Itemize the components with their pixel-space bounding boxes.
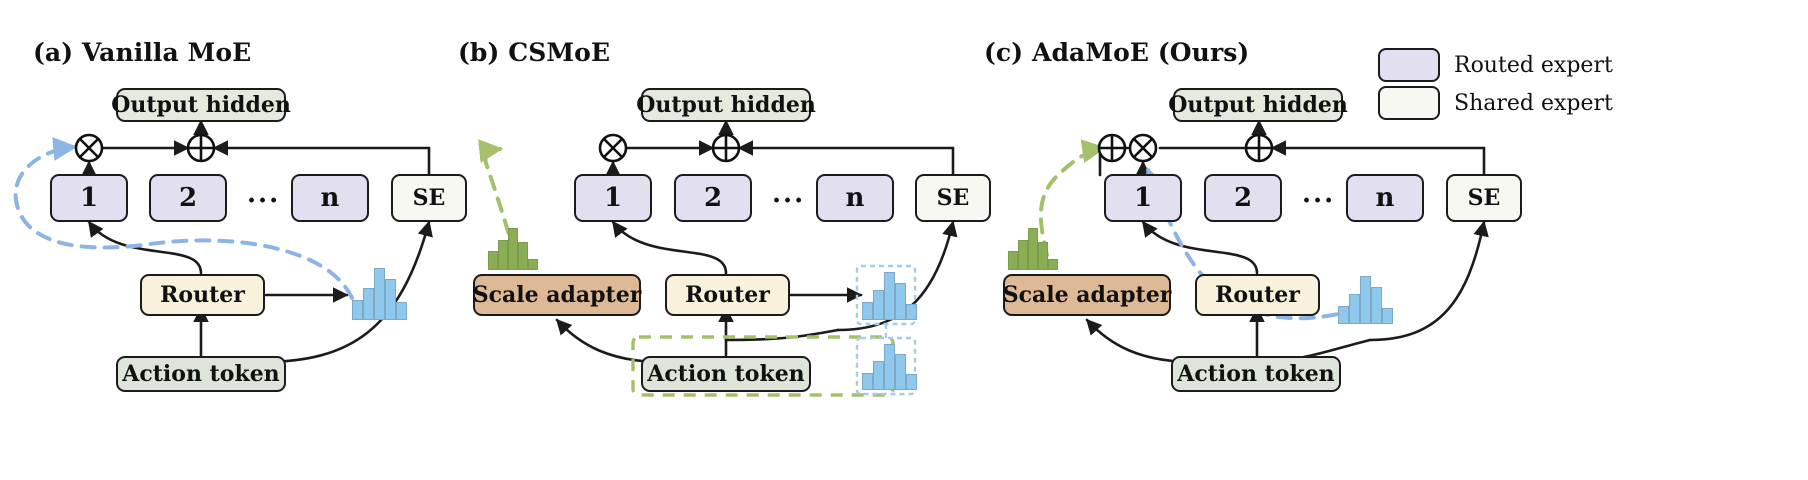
panel-a-shared-expert[interactable]: SE: [391, 174, 467, 222]
panel-a-router-distribution-histogram: [352, 268, 407, 320]
panel-b-expert-ellipsis: ···: [772, 186, 806, 216]
panel-c-expert-ellipsis: ···: [1302, 186, 1336, 216]
legend-label-shared-expert: Shared expert: [1454, 91, 1613, 116]
routed-expert-swatch: [1378, 48, 1440, 82]
panel-c-expert-2[interactable]: 2: [1204, 174, 1282, 222]
panel-c-expert-n[interactable]: n: [1346, 174, 1424, 222]
panel-b-scale-distribution-histogram: [488, 228, 538, 270]
panel-c-multiply-operator: [1128, 133, 1158, 163]
panel-a-title: (a) Vanilla MoE: [33, 38, 252, 67]
panel-c-add-operator-right: [1244, 133, 1274, 163]
panel-c-output-hidden: Output hidden: [1168, 88, 1348, 122]
panel-a-action-token: Action token: [116, 356, 286, 392]
shared-expert-swatch: [1378, 86, 1440, 120]
panel-b-title: (b) CSMoE: [458, 38, 611, 67]
panel-a-router[interactable]: Router: [140, 274, 265, 316]
panel-c-expert-1[interactable]: 1: [1104, 174, 1182, 222]
panel-c-title: (c) AdaMoE (Ours): [984, 38, 1250, 67]
panel-b-expert-1[interactable]: 1: [574, 174, 652, 222]
panel-a-expert-ellipsis: ···: [247, 186, 281, 216]
panel-c-router[interactable]: Router: [1195, 274, 1320, 316]
panel-b-scale-adapter[interactable]: Scale adapter: [473, 274, 641, 316]
panel-a-multiply-operator: [74, 133, 104, 163]
panel-a-add-operator: [186, 133, 216, 163]
panel-a-expert-1[interactable]: 1: [50, 174, 128, 222]
panel-c-shared-expert[interactable]: SE: [1446, 174, 1522, 222]
panel-c-add-operator-left: [1097, 133, 1127, 163]
panel-c-router-distribution-histogram: [1338, 276, 1393, 324]
panel-a-expert-n[interactable]: n: [291, 174, 369, 222]
panel-a-expert-2[interactable]: 2: [149, 174, 227, 222]
panel-b-action-token: Action token: [641, 356, 811, 392]
panel-b-output-hidden: Output hidden: [636, 88, 816, 122]
panel-b-router-distribution-histogram-top: [862, 272, 917, 320]
panel-b-add-operator: [711, 133, 741, 163]
panel-a-output-hidden: Output hidden: [111, 88, 291, 122]
panel-c-action-token: Action token: [1171, 356, 1341, 392]
panel-b-router-distribution-histogram-bottom: [862, 344, 917, 390]
panel-b-expert-2[interactable]: 2: [674, 174, 752, 222]
legend-label-routed-expert: Routed expert: [1454, 53, 1613, 78]
panel-b-expert-n[interactable]: n: [816, 174, 894, 222]
panel-c-scale-distribution-histogram: [1008, 228, 1058, 270]
panel-b-router[interactable]: Router: [665, 274, 790, 316]
panel-c-scale-adapter[interactable]: Scale adapter: [1003, 274, 1171, 316]
panel-b-shared-expert[interactable]: SE: [915, 174, 991, 222]
panel-b-multiply-operator: [598, 133, 628, 163]
